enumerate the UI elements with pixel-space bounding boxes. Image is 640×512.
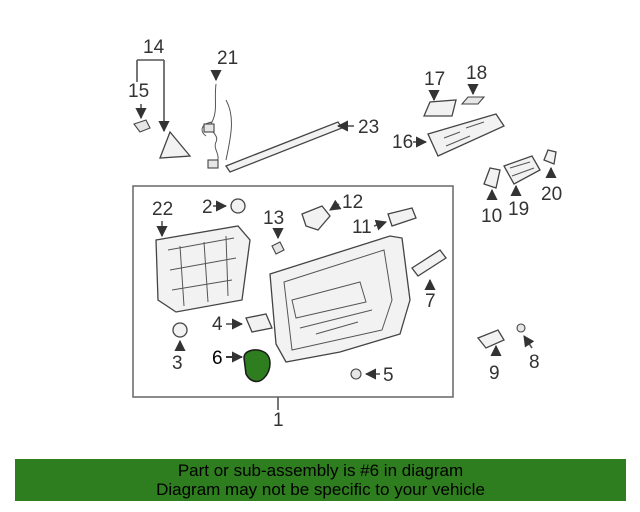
- callout-2[interactable]: 2: [202, 197, 213, 218]
- part-20-switch[interactable]: [543, 149, 557, 165]
- callout-9[interactable]: 9: [489, 363, 500, 384]
- callout-18[interactable]: 18: [466, 63, 487, 84]
- callout-19[interactable]: 19: [508, 199, 529, 220]
- part-15-clip[interactable]: [133, 119, 151, 133]
- part-14-mirror-trim[interactable]: [159, 130, 192, 159]
- banner-line-2: Diagram may not be specific to your vehi…: [156, 480, 485, 499]
- callout-20[interactable]: 20: [541, 184, 562, 205]
- part-7-inside-handle[interactable]: [411, 249, 447, 277]
- callout-12[interactable]: 12: [342, 192, 363, 213]
- callout-22[interactable]: 22: [152, 199, 173, 220]
- part-3-grommet[interactable]: [172, 322, 188, 338]
- callout-7[interactable]: 7: [425, 291, 436, 312]
- part-13-clip[interactable]: [271, 241, 285, 255]
- part-23-belt-molding[interactable]: [225, 121, 343, 173]
- part-2-clip[interactable]: [230, 198, 246, 214]
- part-4-bracket[interactable]: [245, 313, 273, 333]
- part-5-screw[interactable]: [350, 368, 362, 380]
- callout-13[interactable]: 13: [263, 208, 284, 229]
- part-10-switch[interactable]: [483, 167, 501, 189]
- part-16-window-switch-panel[interactable]: [427, 113, 505, 157]
- part-11-switch-bezel[interactable]: [387, 207, 417, 227]
- assembly-box: [132, 185, 454, 398]
- info-banner: Part or sub-assembly is #6 in diagram Di…: [15, 459, 626, 501]
- callout-10[interactable]: 10: [481, 206, 502, 227]
- part-6-highlighted[interactable]: [243, 349, 271, 383]
- part-12-handle-bracket[interactable]: [301, 205, 331, 231]
- callout-23[interactable]: 23: [358, 117, 379, 138]
- callout-6[interactable]: 6: [212, 348, 223, 369]
- callout-16[interactable]: 16: [392, 132, 413, 153]
- callout-8[interactable]: 8: [529, 352, 540, 373]
- callout-1[interactable]: 1: [273, 410, 284, 431]
- part-19-switch-assembly[interactable]: [503, 155, 541, 185]
- callout-11[interactable]: 11: [352, 217, 372, 238]
- part-18-bezel[interactable]: [460, 96, 486, 105]
- callout-3[interactable]: 3: [172, 353, 183, 374]
- callout-4[interactable]: 4: [212, 314, 223, 335]
- part-1-door-trim-panel[interactable]: [269, 235, 411, 363]
- part-8-fastener[interactable]: [516, 323, 526, 333]
- part-22-inner-panel-carrier[interactable]: [155, 225, 251, 313]
- callout-5[interactable]: 5: [383, 365, 394, 386]
- callout-21[interactable]: 21: [217, 48, 238, 69]
- callout-14[interactable]: 14: [143, 37, 165, 58]
- part-17-switch-cover[interactable]: [423, 99, 457, 117]
- parts-diagram: 14 15 21 23 17 18 16 10 19 20 22 2 3 13: [128, 37, 562, 431]
- callout-15[interactable]: 15: [128, 81, 149, 102]
- part-9-bracket[interactable]: [476, 329, 505, 349]
- banner-line-1: Part or sub-assembly is #6 in diagram: [177, 461, 464, 480]
- callout-17[interactable]: 17: [424, 69, 445, 90]
